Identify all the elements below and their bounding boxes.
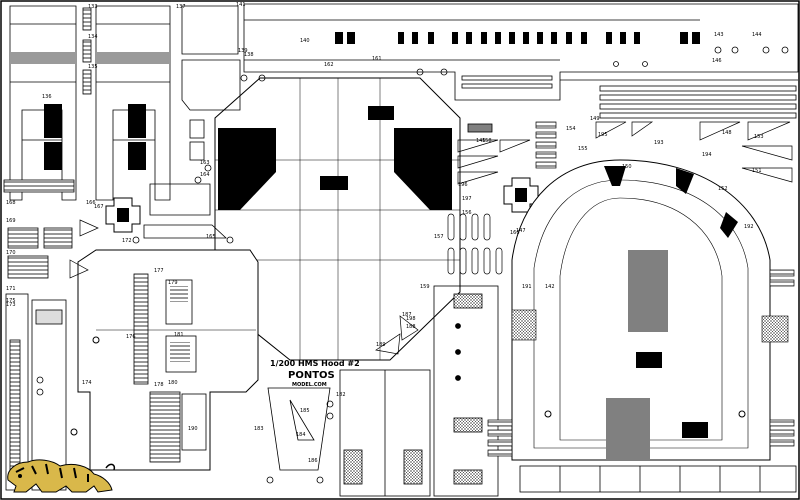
left-shelf-group xyxy=(3,179,75,279)
part-number: 186 xyxy=(308,458,318,464)
part-number: 154 xyxy=(566,126,576,132)
part-number: 177 xyxy=(154,268,164,274)
part-number: 141 xyxy=(236,2,246,8)
part-number: 155 xyxy=(578,146,588,152)
part-number: 139 xyxy=(238,48,248,54)
part-number: 188 xyxy=(406,324,416,330)
top-deck-strip xyxy=(243,3,799,101)
left-mid-cluster xyxy=(143,5,241,239)
part-number: 153 xyxy=(754,134,764,140)
part-number: 157 xyxy=(434,234,444,240)
part-number: 148 xyxy=(722,130,732,136)
part-number: 142 xyxy=(545,284,555,290)
turret-cross-left xyxy=(105,197,141,233)
turret-cross-right xyxy=(503,177,539,213)
part-number: 156 xyxy=(462,210,472,216)
part-number: 176 xyxy=(126,334,136,340)
part-number: 164 xyxy=(200,172,210,178)
part-number: 181 xyxy=(174,332,184,338)
tiger-icon xyxy=(7,459,116,493)
part-number: 136 xyxy=(42,94,52,100)
part-number: 151 xyxy=(752,168,762,174)
horseshoe-deck xyxy=(511,159,789,461)
part-number: 180 xyxy=(168,380,178,386)
part-number: 175 xyxy=(6,298,16,304)
part-number: 143 xyxy=(714,32,724,38)
part-number: 184 xyxy=(296,432,306,438)
part-number: 179 xyxy=(168,280,178,286)
right-edge-ladders xyxy=(487,121,795,457)
vertical-strip xyxy=(433,285,499,497)
part-number: 133 xyxy=(88,4,98,10)
part-number: 140 xyxy=(300,38,310,44)
part-number: 165 xyxy=(206,234,216,240)
part-number: 195 xyxy=(598,132,608,138)
part-number: 191 xyxy=(522,284,532,290)
brand-name: PONTOS xyxy=(288,370,335,381)
part-number: 172 xyxy=(122,238,132,244)
long-strips xyxy=(461,75,797,133)
part-number: 193 xyxy=(654,140,664,146)
part-number: 135 xyxy=(88,64,98,70)
part-number: 197 xyxy=(462,196,472,202)
left-rail-cutouts xyxy=(44,104,146,170)
part-number: 185 xyxy=(300,408,310,414)
part-number: 168 xyxy=(6,200,16,206)
part-number: 178 xyxy=(154,382,164,388)
bottom-strip xyxy=(519,465,797,493)
mounting-lugs xyxy=(132,68,448,484)
left-rail-parts xyxy=(9,5,171,201)
part-number: 138 xyxy=(244,52,254,58)
part-number: 173 xyxy=(6,302,16,308)
brand-sub: MODEL.COM xyxy=(292,382,327,388)
part-number: 170 xyxy=(6,250,16,256)
part-number: 149 xyxy=(590,116,600,122)
part-number: 166 xyxy=(86,200,96,206)
part-number: 147 xyxy=(516,228,526,234)
part-number: 146 xyxy=(712,58,722,64)
part-number: 150 xyxy=(622,164,632,170)
part-number: 167 xyxy=(94,204,104,210)
part-number: 144 xyxy=(752,32,762,38)
vertical-pegs xyxy=(447,213,503,275)
triangle-gussets xyxy=(69,121,793,355)
part-number: 192 xyxy=(744,224,754,230)
part-number: 158 xyxy=(482,138,492,144)
part-number: 134 xyxy=(88,34,98,40)
part-number: 189 xyxy=(376,342,386,348)
part-number: 187 xyxy=(402,312,412,318)
part-number: 183 xyxy=(254,426,264,432)
sheet-title: 1/200 HMS Hood #2 xyxy=(270,359,360,368)
part-number: 171 xyxy=(6,286,16,292)
central-octagon-deck xyxy=(214,77,461,361)
deck-bollards xyxy=(613,46,789,67)
part-number: 174 xyxy=(82,380,92,386)
part-number: 160 xyxy=(510,230,520,236)
part-number: 162 xyxy=(324,62,334,68)
part-number: 190 xyxy=(188,426,198,432)
part-number: 182 xyxy=(336,392,346,398)
part-number: 198 xyxy=(406,316,416,322)
part-number: 137 xyxy=(176,4,186,10)
part-number: 161 xyxy=(372,56,382,62)
part-number: 152 xyxy=(718,186,728,192)
part-number: 169 xyxy=(6,218,16,224)
part-number: 196 xyxy=(458,182,468,188)
bridge-deck xyxy=(70,249,259,471)
part-number: 194 xyxy=(702,152,712,158)
part-number: 163 xyxy=(200,160,210,166)
deck-hatches xyxy=(335,32,700,44)
part-number: 159 xyxy=(420,284,430,290)
small-ladders xyxy=(82,7,92,95)
part-number-labels: 133 134 135 136 137 138 139 140 141 142 … xyxy=(6,2,764,464)
part-number: 145 xyxy=(476,138,486,144)
center-lower-parts xyxy=(267,369,431,497)
